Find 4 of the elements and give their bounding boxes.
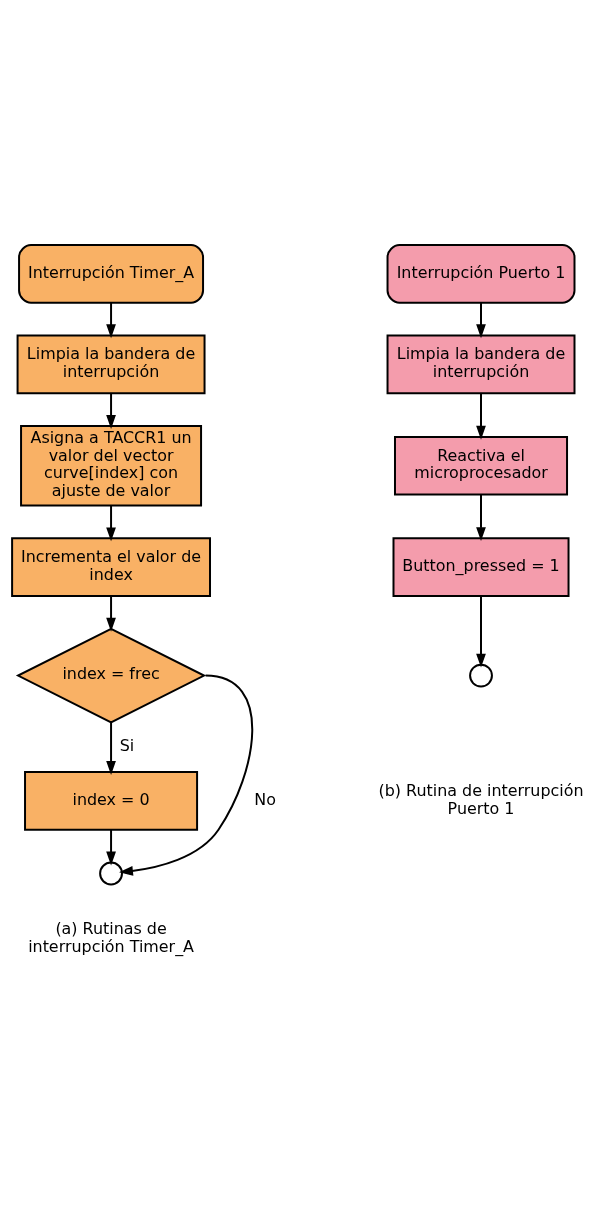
edge-label: Si [119, 735, 135, 755]
label: (b) Rutina de interrupción Puerto 1 [378, 780, 584, 818]
label: (a) Rutinas de interrupción Timer_A [28, 918, 194, 956]
edge-label: No [254, 789, 276, 809]
